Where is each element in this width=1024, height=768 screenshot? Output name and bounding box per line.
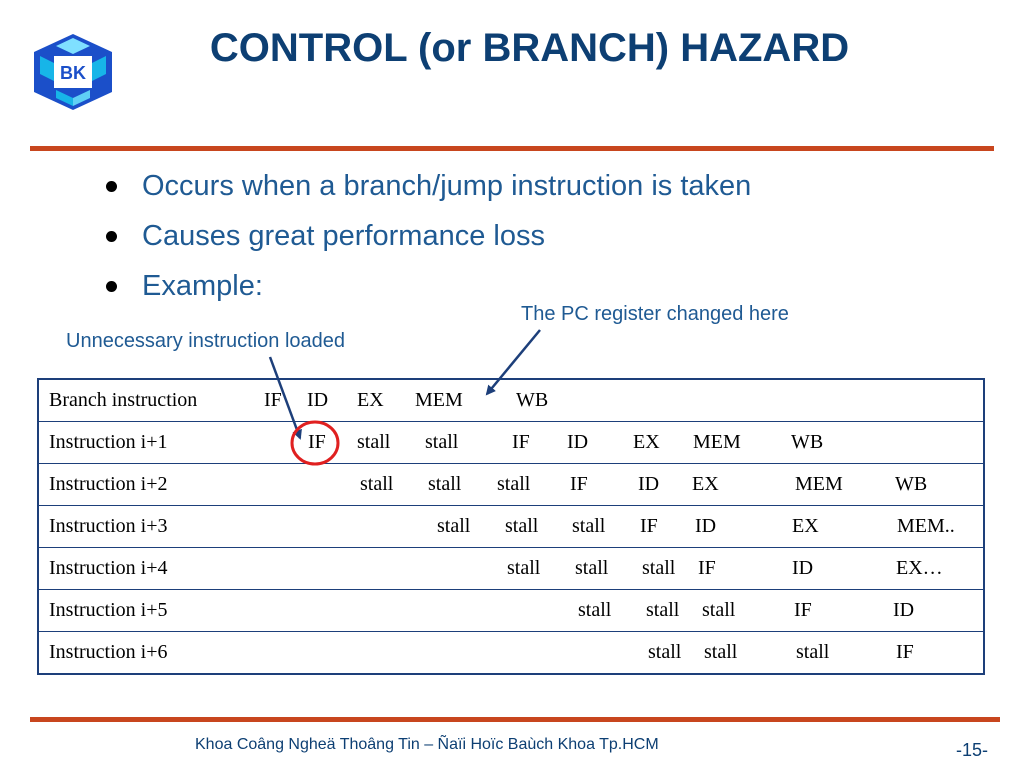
bullet-list: Occurs when a branch/jump instruction is…	[100, 168, 751, 318]
stage-cell: IF	[264, 389, 282, 411]
stage-cell: stall	[646, 599, 680, 621]
stage-cell: EX	[357, 389, 384, 411]
row-label: Instruction i+2	[49, 473, 168, 495]
row-label: Instruction i+3	[49, 515, 168, 537]
bullet-dot-icon	[106, 181, 117, 192]
stage-cell: IF	[512, 431, 530, 453]
pipeline-row: Instruction i+4 stall stall stall IF ID …	[39, 547, 983, 589]
stage-cell: stall	[796, 641, 830, 663]
stage-cell: ID	[695, 515, 717, 537]
stage-cell: ID	[567, 431, 589, 453]
stage-cell: stall	[507, 557, 541, 579]
callout-pc-changed: The PC register changed here	[521, 303, 789, 325]
stage-cell: ID	[638, 473, 660, 495]
stage-cell: MEM..	[897, 515, 955, 537]
bullet-text: Causes great performance loss	[142, 220, 545, 252]
stage-cell: stall	[425, 431, 459, 453]
stage-cell: IF	[794, 599, 812, 621]
bullet-text: Occurs when a branch/jump instruction is…	[142, 170, 752, 202]
row-label: Instruction i+1	[49, 431, 168, 453]
bullet-text: Example:	[142, 270, 263, 302]
title-divider	[30, 146, 994, 151]
stage-cell: MEM	[415, 389, 463, 411]
row-label: Instruction i+4	[49, 557, 168, 579]
stage-cell: stall	[704, 641, 738, 663]
bullet-item: Example:	[100, 268, 751, 318]
stage-cell: stall	[360, 473, 394, 495]
stage-cell: WB	[895, 473, 928, 495]
footer-text: Khoa Coâng Ngheä Thoâng Tin – Ñaïi Hoïc …	[195, 736, 659, 753]
stage-cell: ID	[893, 599, 915, 621]
bullet-item: Causes great performance loss	[100, 218, 751, 268]
stage-cell: stall	[575, 557, 609, 579]
stage-cell: stall	[648, 641, 682, 663]
pipeline-row: Instruction i+6 stall stall stall IF	[39, 631, 983, 673]
stage-cell: stall	[428, 473, 462, 495]
page-number: -15-	[956, 740, 989, 760]
pipeline-row: Instruction i+5 stall stall stall IF ID	[39, 589, 983, 631]
row-label: Branch instruction	[49, 389, 198, 411]
stage-cell: EX…	[896, 557, 943, 579]
stage-cell: MEM	[693, 431, 741, 453]
stage-cell: IF	[896, 641, 914, 663]
stage-cell: EX	[692, 473, 719, 495]
stage-cell: IF	[698, 557, 716, 579]
stage-cell: EX	[792, 515, 819, 537]
footer-divider	[30, 717, 1000, 722]
logo-mark: BK	[34, 34, 112, 110]
stage-cell: stall	[702, 599, 736, 621]
logo-text: BK	[60, 63, 86, 83]
bk-logo: BK	[32, 32, 114, 112]
stage-cell: stall	[357, 431, 391, 453]
row-label: Instruction i+6	[49, 641, 168, 663]
bullet-dot-icon	[106, 231, 117, 242]
stage-cell: stall	[497, 473, 531, 495]
stage-cell: IF	[640, 515, 658, 537]
pipeline-row: Instruction i+3 stall stall stall IF ID …	[39, 505, 983, 547]
stage-cell: stall	[437, 515, 471, 537]
pipeline-row: Branch instruction IF ID EX MEM WB	[39, 380, 983, 421]
stage-cell: stall	[572, 515, 606, 537]
stage-cell: EX	[633, 431, 660, 453]
stage-cell: stall	[642, 557, 676, 579]
stage-cell: stall	[505, 515, 539, 537]
stage-cell: stall	[578, 599, 612, 621]
callout-unnecessary-instruction: Unnecessary instruction loaded	[66, 330, 346, 352]
stage-cell-highlighted: IF	[308, 431, 326, 453]
stage-cell: IF	[570, 473, 588, 495]
row-label: Instruction i+5	[49, 599, 168, 621]
pipeline-row: Instruction i+2 stall stall stall IF ID …	[39, 463, 983, 505]
bullet-item: Occurs when a branch/jump instruction is…	[100, 168, 751, 218]
stage-cell: MEM	[795, 473, 843, 495]
pipeline-table: Branch instruction IF ID EX MEM WB Instr…	[37, 378, 985, 675]
pipeline-row: Instruction i+1 IF stall stall IF ID EX …	[39, 421, 983, 463]
stage-cell: ID	[307, 389, 329, 411]
stage-cell: ID	[792, 557, 814, 579]
bullet-dot-icon	[106, 281, 117, 292]
slide-title: CONTROL (or BRANCH) HAZARD	[209, 26, 850, 70]
stage-cell: WB	[791, 431, 824, 453]
stage-cell: WB	[516, 389, 549, 411]
